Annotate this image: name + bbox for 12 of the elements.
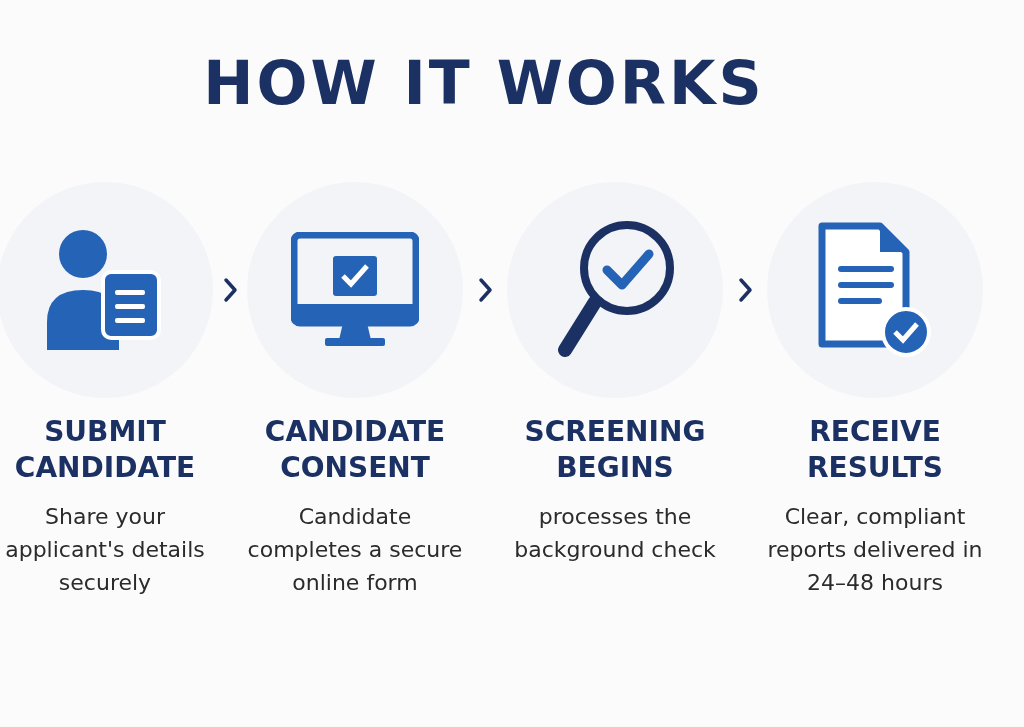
chevron-arrow (479, 278, 492, 302)
chevron-arrow (224, 278, 237, 302)
step-heading: RECEIVE RESULTS (805, 414, 945, 486)
chevron-arrow (739, 278, 752, 302)
step-description: Share your applicant's details securely (4, 503, 206, 597)
step-description: Candidate completes a secure online form (246, 503, 464, 597)
step-description: processes the background check (513, 503, 717, 564)
step-description: Clear, compliant reports delivered in 24–48 hours (766, 503, 984, 597)
title: HOW IT WORKS (202, 48, 766, 118)
step-heading: CANDIDATE CONSENT (263, 414, 447, 486)
step-heading: SCREENING BEGINS (523, 414, 707, 486)
step-heading: SUBMIT CANDIDATE (13, 414, 197, 486)
